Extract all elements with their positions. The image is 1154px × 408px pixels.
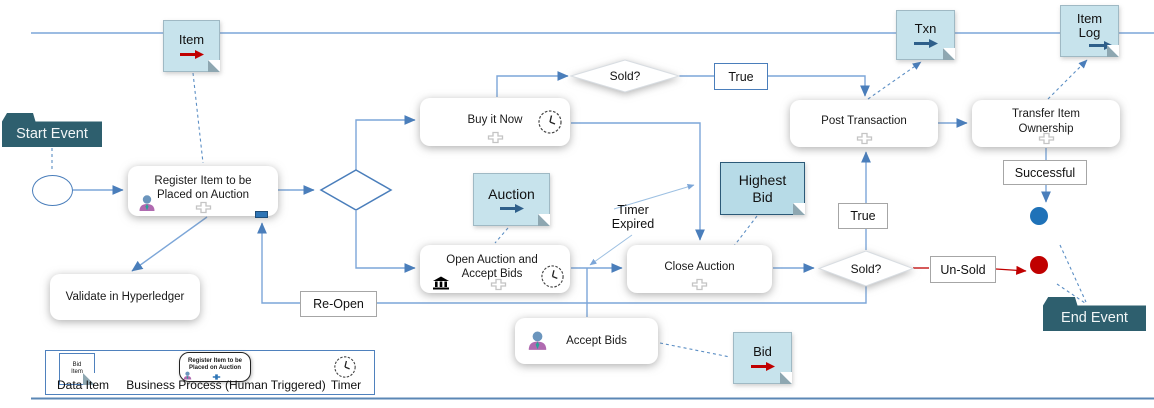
highest-bid-data-note[interactable]: Highest Bid <box>720 162 805 215</box>
post-transaction-task[interactable]: Post Transaction <box>790 100 938 147</box>
timer-expired-label: Timer Expired <box>600 203 666 232</box>
end-event-success-circle[interactable] <box>1030 207 1048 225</box>
accept-bids-label: Accept Bids <box>566 334 627 347</box>
legend-timer-label-text: Timer <box>330 378 362 392</box>
register-task[interactable]: Register Item to be Placed on Auction <box>128 166 278 216</box>
register-task-label: Register Item to be Placed on Auction <box>154 174 252 201</box>
bid-note-label: Bid <box>753 344 772 360</box>
txn-note-label: Txn <box>914 21 937 37</box>
blue-arrow-icon <box>1088 41 1113 51</box>
subprocess-marker-icon <box>691 278 708 291</box>
legend-timer-icon <box>334 356 356 378</box>
auction-note-label: Auction <box>488 185 535 202</box>
highest-bid-note-label: Highest Bid <box>738 172 787 205</box>
subprocess-marker-icon <box>1038 132 1055 145</box>
timer-icon <box>541 265 564 288</box>
item-data-note[interactable]: Item <box>163 20 220 72</box>
legend-timer-label: Timer <box>324 378 368 393</box>
reopen-link-anchor[interactable] <box>255 211 268 218</box>
transfer-ownership-label: Transfer Item Ownership <box>1012 108 1080 135</box>
sold-gateway-right-label: Sold? <box>850 261 882 276</box>
plus-marker-icon <box>212 374 221 380</box>
successful-label[interactable]: Successful <box>1003 160 1087 185</box>
timer-expired-text: Timer Expired <box>611 203 655 232</box>
successful-label-text: Successful <box>1014 165 1076 180</box>
auction-data-note[interactable]: Auction <box>473 173 550 226</box>
validate-task-label: Validate in Hyperledger <box>65 290 185 303</box>
end-event-unsold-circle[interactable] <box>1030 256 1048 274</box>
reopen-label-text: Re-Open <box>313 297 364 311</box>
post-transaction-label: Post Transaction <box>821 115 907 128</box>
subprocess-marker-icon <box>487 131 504 144</box>
item-log-note-label: Item Log <box>1076 10 1103 40</box>
open-auction-label: Open Auction and Accept Bids <box>446 253 538 280</box>
item-log-data-note[interactable]: Item Log <box>1060 5 1119 57</box>
txn-data-note[interactable]: Txn <box>896 10 955 60</box>
buy-it-now-task[interactable]: Buy it Now <box>420 98 570 146</box>
sold-gateway-top[interactable]: Sold? <box>569 59 681 93</box>
transfer-ownership-task[interactable]: Transfer Item Ownership <box>972 100 1120 147</box>
person-icon <box>528 331 547 350</box>
true-label-top-text: True <box>728 69 754 84</box>
legend-process-label: Business Process (Human Triggered) <box>116 378 336 393</box>
true-label-right[interactable]: True <box>838 203 888 229</box>
unsold-label-text: Un-Sold <box>940 262 986 277</box>
red-arrow-icon <box>750 361 775 371</box>
timer-icon <box>538 110 562 134</box>
buy-it-now-label: Buy it Now <box>467 113 523 126</box>
unsold-label[interactable]: Un-Sold <box>930 256 996 283</box>
person-icon <box>139 195 155 211</box>
end-event-label: End Event <box>1061 310 1128 326</box>
legend-process-sample: Register Item to be Placed on Auction <box>179 352 251 382</box>
blue-arrow-icon <box>499 204 524 214</box>
start-event-label: Start Event <box>16 126 88 142</box>
sold-gateway-right[interactable]: Sold? <box>817 250 915 287</box>
item-note-label: Item <box>178 32 205 48</box>
legend-process-label-text: Business Process (Human Triggered) <box>126 378 326 392</box>
legend-data-item-label: Data Item <box>48 378 118 393</box>
legend: Bid Item Data Item Register Item to be P… <box>45 350 375 395</box>
legend-process-sample-text: Register Item to be Placed on Auction <box>187 357 242 372</box>
true-label-top[interactable]: True <box>714 63 768 90</box>
subprocess-marker-icon <box>490 278 507 291</box>
subprocess-marker-icon <box>856 132 873 145</box>
reopen-label[interactable]: Re-Open <box>300 291 377 317</box>
open-auction-task[interactable]: Open Auction and Accept Bids <box>420 245 570 293</box>
blue-arrow-icon <box>913 38 938 48</box>
bank-icon <box>433 276 449 290</box>
close-auction-label: Close Auction <box>664 260 735 273</box>
exclusive-gateway[interactable] <box>318 167 394 213</box>
legend-data-item-label-text: Data Item <box>56 378 110 392</box>
close-auction-task[interactable]: Close Auction <box>627 245 772 293</box>
red-arrow-icon <box>179 49 204 59</box>
start-event-circle[interactable] <box>32 175 73 206</box>
true-label-right-text: True <box>850 209 876 223</box>
person-icon <box>183 371 192 380</box>
sold-gateway-top-label: Sold? <box>609 69 641 83</box>
legend-data-item-sample: Bid Item <box>71 362 83 375</box>
legend-data-item-note: Bid Item <box>59 353 95 385</box>
subprocess-marker-icon <box>195 201 212 214</box>
accept-bids-task[interactable]: Accept Bids <box>515 318 658 364</box>
bid-data-note[interactable]: Bid <box>733 332 792 384</box>
validate-task[interactable]: Validate in Hyperledger <box>50 274 200 320</box>
